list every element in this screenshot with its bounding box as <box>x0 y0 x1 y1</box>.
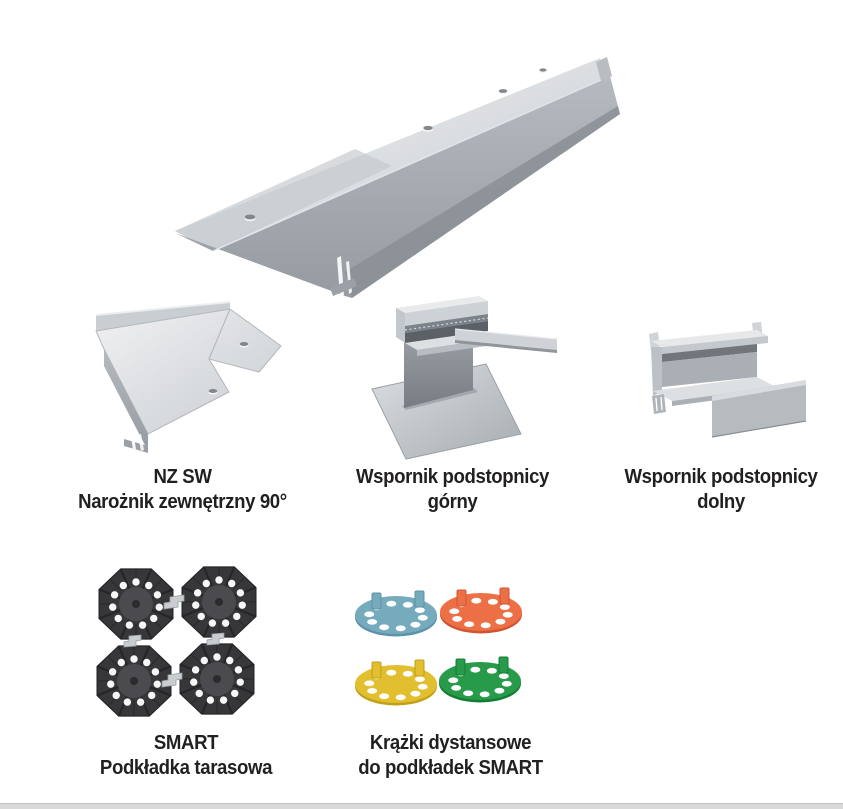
smart-pad-image <box>96 566 257 717</box>
product-name: NZ SW <box>153 466 212 488</box>
terrace-edge-profile-image <box>175 57 620 298</box>
product-description: dolny <box>697 491 745 513</box>
screw-holes <box>244 68 547 222</box>
product-label-smart-pad: SMART Podkładka tarasowa <box>81 731 291 781</box>
pad-connector-clips <box>123 594 225 688</box>
product-label-riser-upper: Wspornik podstopnicy górny <box>348 465 557 515</box>
spacer-discs <box>355 587 522 706</box>
product-description: Narożnik zewnętrzny 90° <box>78 491 287 513</box>
product-description: górny <box>427 491 478 513</box>
corner-piece-image <box>95 301 282 453</box>
product-name: Krążki dystansowe <box>369 732 532 754</box>
bottom-divider-bar <box>0 803 843 809</box>
product-name: Wspornik podstopnicy <box>355 466 550 488</box>
spacer-discs-image <box>355 587 522 706</box>
riser-bracket-lower-image <box>649 322 807 438</box>
edge-profile <box>175 57 620 298</box>
product-name: Wspornik podstopnicy <box>624 466 818 488</box>
riser-bracket-upper-image <box>371 296 558 460</box>
product-label-nz-sw: NZ SW Narożnik zewnętrzny 90° <box>50 465 315 515</box>
product-description: do podkładek SMART <box>358 757 543 779</box>
riser-bracket-upper <box>371 296 558 460</box>
product-label-spacer-discs: Krążki dystansowe do podkładek SMART <box>346 731 555 781</box>
smart-pads <box>96 566 257 717</box>
product-label-riser-lower: Wspornik podstopnicy dolny <box>618 465 824 515</box>
product-name: SMART <box>153 732 219 754</box>
riser-bracket-lower <box>649 322 807 438</box>
corner-piece <box>95 301 282 453</box>
screw-holes <box>208 342 249 395</box>
product-description: Podkładka tarasowa <box>99 757 273 779</box>
